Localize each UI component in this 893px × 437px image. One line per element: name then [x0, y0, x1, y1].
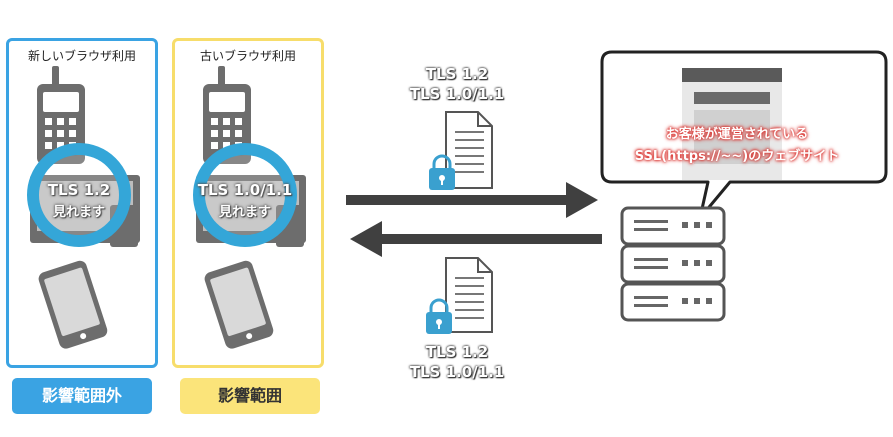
new-browser-panel: 新しいブラウザ利用: [6, 38, 158, 368]
arrow-left-icon: [350, 221, 602, 257]
browser-window-icon: [682, 68, 782, 180]
badge-status: 見れます: [52, 205, 105, 220]
smartphone-icon: [204, 260, 274, 349]
document-icon: [445, 257, 493, 333]
padlock-icon: [429, 154, 455, 190]
padlock-icon: [426, 298, 452, 334]
old-browser-title: 古いブラウザ利用: [199, 49, 296, 63]
request-tls-line1: TLS 1.2: [425, 65, 489, 83]
request-tls-text: TLS 1.2 TLS 1.0/1.1: [397, 64, 517, 104]
in-scope-label: 影響範囲: [180, 378, 320, 414]
new-browser-badge: TLS 1.2 見れます: [24, 181, 134, 220]
response-tls-line1: TLS 1.2: [425, 343, 489, 361]
request-tls-line2: TLS 1.0/1.1: [409, 85, 505, 103]
server-icon: [620, 206, 726, 322]
arrow-right-icon: [346, 182, 598, 218]
out-of-scope-label: 影響範囲外: [12, 378, 152, 414]
response-tls-text: TLS 1.2 TLS 1.0/1.1: [397, 342, 517, 382]
document-icon: [445, 111, 493, 189]
server-bubble-text: お客様が運営されている SSL(https://~~)のウェブサイト: [598, 124, 876, 168]
old-browser-panel: 古いブラウザ利用: [172, 38, 324, 368]
old-browser-badge: TLS 1.0/1.1 見れます: [190, 181, 300, 220]
response-tls-line2: TLS 1.0/1.1: [409, 363, 505, 381]
badge-status: 見れます: [218, 205, 271, 220]
badge-tls-version: TLS 1.2: [47, 181, 111, 199]
badge-tls-version: TLS 1.0/1.1: [197, 181, 293, 199]
new-browser-title: 新しいブラウザ利用: [27, 49, 136, 63]
bubble-line2: SSL(https://~~)のウェブサイト: [634, 149, 840, 164]
bubble-line1: お客様が運営されている: [665, 127, 809, 142]
smartphone-icon: [38, 260, 108, 349]
